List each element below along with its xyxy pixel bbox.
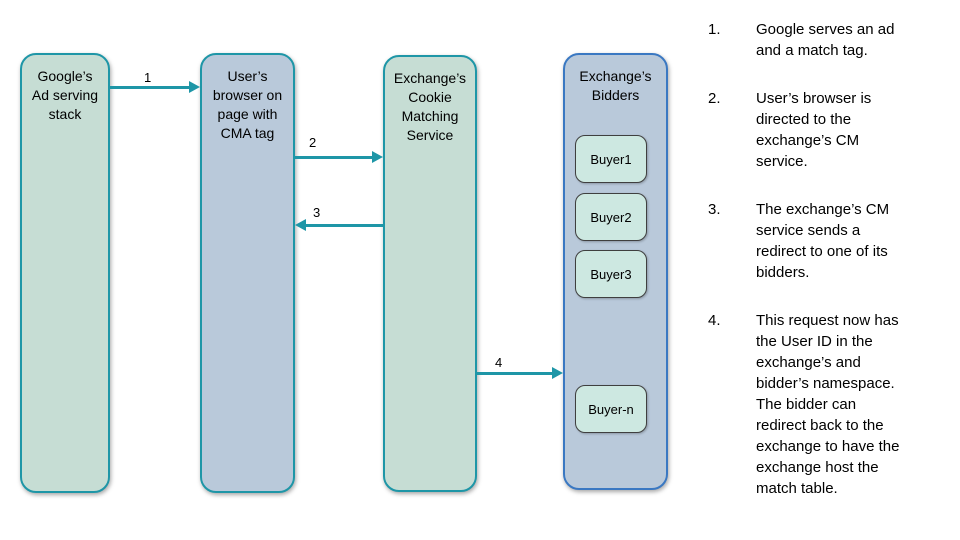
arrow-4-head-icon	[552, 367, 563, 379]
buyer-box-n: Buyer-n	[575, 385, 647, 433]
arrow-3-shaft	[306, 224, 383, 227]
node-cookie-matching-service-label: Exchange’s Cookie Matching Service	[393, 70, 467, 143]
step-text: This request now has the User ID in the …	[756, 312, 900, 497]
step-number: 3.	[708, 201, 721, 218]
node-exchange-bidders: Exchange’s Bidders Buyer1 Buyer2 Buyer3 …	[563, 53, 668, 490]
arrow-3-label: 3	[313, 205, 321, 220]
buyer-box-2: Buyer2	[575, 193, 647, 241]
node-google-ad-stack: Google’s Ad serving stack	[20, 53, 110, 493]
node-user-browser-label: User’s browser on page with CMA tag	[212, 68, 283, 141]
arrow-1-shaft	[110, 86, 190, 89]
step-text: The exchange’s CM service sends a redire…	[756, 201, 890, 281]
step-text: User’s browser is directed to the exchan…	[756, 90, 872, 170]
arrow-2-label: 2	[309, 135, 317, 150]
step-item-4: 4. This request now has the User ID in t…	[708, 310, 948, 499]
steps-list: 1. Google serves an ad and a match tag. …	[708, 19, 948, 526]
step-item-3: 3. The exchange’s CM service sends a red…	[708, 199, 948, 283]
node-google-ad-stack-label: Google’s Ad serving stack	[31, 68, 99, 122]
arrow-4-label: 4	[495, 355, 503, 370]
step-number: 1.	[708, 21, 721, 38]
arrow-3-head-icon	[295, 219, 306, 231]
step-text: Google serves an ad and a match tag.	[756, 21, 895, 59]
step-item-1: 1. Google serves an ad and a match tag.	[708, 19, 948, 61]
node-user-browser: User’s browser on page with CMA tag	[200, 53, 295, 493]
node-cookie-matching-service: Exchange’s Cookie Matching Service	[383, 55, 477, 492]
buyer-box-1: Buyer1	[575, 135, 647, 183]
arrow-1-label: 1	[144, 70, 152, 85]
step-item-2: 2. User’s browser is directed to the exc…	[708, 88, 948, 172]
buyer-box-3: Buyer3	[575, 250, 647, 298]
arrow-1-head-icon	[189, 81, 200, 93]
arrow-4-shaft	[477, 372, 552, 375]
step-number: 4.	[708, 312, 721, 329]
step-number: 2.	[708, 90, 721, 107]
arrow-2-shaft	[295, 156, 372, 159]
arrow-2-head-icon	[372, 151, 383, 163]
node-exchange-bidders-label: Exchange’s Bidders	[579, 68, 652, 103]
